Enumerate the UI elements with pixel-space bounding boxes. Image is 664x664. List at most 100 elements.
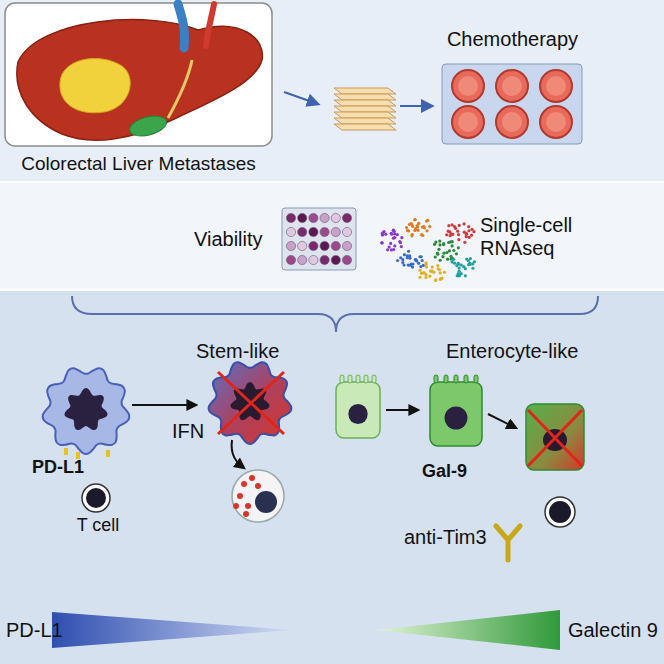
tsne-dot	[390, 248, 393, 251]
tsne-dot	[456, 230, 459, 233]
microvillus	[454, 375, 458, 383]
granule	[245, 503, 251, 509]
tsne-dot	[457, 274, 460, 277]
dying-cell	[209, 362, 292, 444]
microvillus	[356, 375, 360, 383]
tsne-dot	[451, 244, 454, 247]
well-plate	[442, 64, 582, 144]
well	[496, 106, 528, 138]
tsne-dot	[392, 229, 395, 232]
stem-cell	[43, 368, 130, 454]
well	[540, 70, 572, 102]
tsne-dot	[467, 263, 470, 266]
cytokine-label: IFN	[172, 420, 222, 443]
tsne-dot	[457, 246, 460, 249]
granule	[243, 511, 249, 517]
tsne-dot	[464, 274, 467, 277]
enterocyte	[430, 382, 482, 446]
slice	[334, 94, 396, 100]
granule	[241, 481, 247, 487]
tsne-dot	[454, 227, 457, 230]
artery	[206, 4, 214, 46]
tsne-dot	[418, 269, 421, 272]
well-inner	[546, 76, 566, 96]
tsne-dot	[411, 265, 414, 268]
pd-l1-gradient: PD-L1	[2, 608, 294, 652]
well	[309, 227, 318, 236]
tsne-dot	[429, 269, 432, 272]
tsne-dot	[403, 253, 406, 256]
tsne-dot	[423, 271, 426, 274]
tsne-dot	[402, 263, 405, 266]
tsne-dot	[389, 242, 392, 245]
well	[320, 213, 329, 222]
t-cell: T cell	[66, 482, 130, 538]
tsne-dot	[425, 219, 428, 222]
well	[342, 255, 351, 264]
tumor	[60, 59, 130, 113]
nucleus	[348, 404, 367, 424]
well	[331, 227, 340, 236]
tissue-slices	[334, 88, 396, 130]
tsne-dot	[458, 266, 461, 269]
tsne-dot	[424, 276, 427, 279]
tsne-dot	[464, 267, 467, 270]
arrow	[284, 92, 318, 104]
microvillus	[444, 375, 448, 383]
tsne-dot	[469, 257, 472, 260]
tsne-dot	[448, 234, 451, 237]
tsne-dot	[446, 258, 449, 261]
well	[342, 227, 351, 236]
tsne-dot	[408, 254, 411, 257]
group-title: Enterocyte-like	[446, 340, 596, 363]
panel-divider	[0, 181, 664, 183]
tsne-dot	[455, 264, 458, 267]
panel	[0, 182, 664, 290]
well	[452, 106, 484, 138]
tsne-dot	[401, 258, 404, 261]
well-inner	[458, 76, 478, 96]
tsne-dot	[428, 275, 431, 278]
tsne-dot	[467, 225, 470, 228]
tsne-dot	[457, 238, 460, 241]
tsne-dot	[409, 222, 412, 225]
enterocyte	[336, 382, 380, 438]
granule	[255, 483, 261, 489]
tsne-dot	[414, 258, 417, 261]
well	[309, 241, 318, 250]
tsne-dot	[413, 218, 416, 221]
tsne-dot	[463, 241, 466, 244]
node-label: Galectin 9	[568, 619, 658, 642]
immune-cell	[232, 470, 284, 522]
arrow	[132, 404, 196, 406]
tsne-dot	[441, 255, 444, 258]
tsne-dot	[411, 233, 414, 236]
well	[286, 241, 295, 250]
tsne-dot	[424, 261, 427, 264]
slice	[334, 124, 396, 130]
tsne-dot	[414, 258, 417, 261]
pd-l1-mark	[64, 448, 68, 455]
tsne-dot	[425, 229, 428, 232]
tsne-dot	[418, 276, 421, 279]
tsne-dot	[442, 252, 445, 255]
tsne-dot	[393, 236, 396, 239]
arrow	[488, 414, 516, 428]
microvillus	[434, 375, 438, 383]
node-label: T cell	[77, 515, 120, 536]
well	[309, 255, 318, 264]
bile-duct	[168, 60, 192, 118]
node-label: PD-L1	[6, 619, 63, 642]
well	[298, 255, 307, 264]
granule	[249, 475, 255, 481]
viability-plate: Viability	[190, 205, 360, 273]
tsne-dot	[393, 244, 396, 247]
well-inner	[546, 112, 566, 132]
death-cross	[528, 410, 582, 466]
tsne-dot	[386, 248, 389, 251]
well	[331, 241, 340, 250]
tsne-dot	[411, 225, 414, 228]
nucleus	[65, 388, 108, 430]
well	[331, 255, 340, 264]
tsne-dot	[447, 230, 450, 233]
